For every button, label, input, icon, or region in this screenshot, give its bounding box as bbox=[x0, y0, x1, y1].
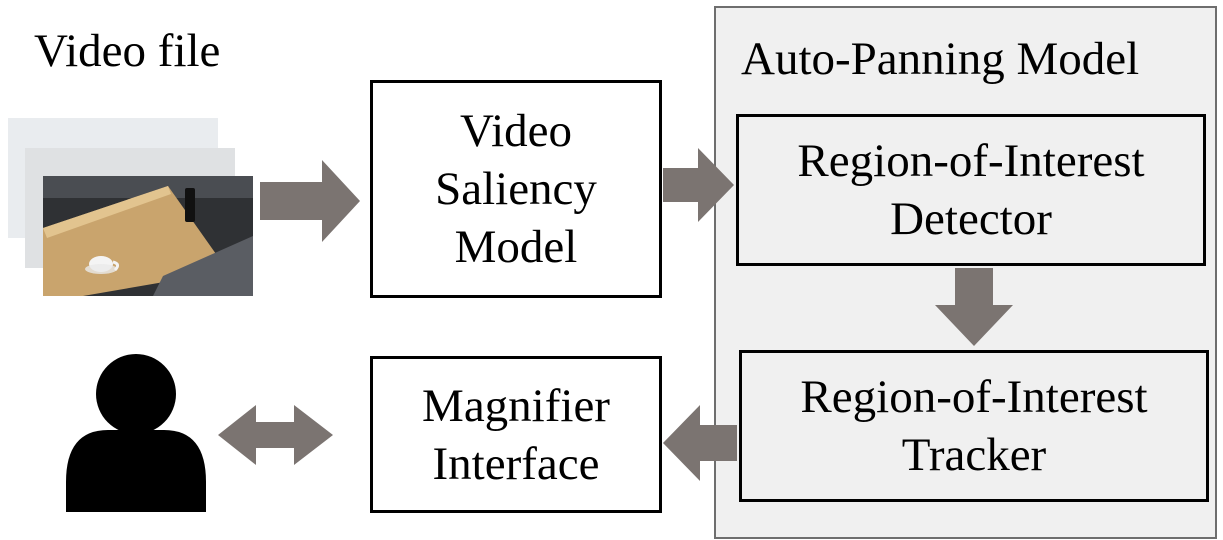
roi-tracker-box: Region-of-Interest Tracker bbox=[739, 350, 1209, 502]
video-saliency-model-box: Video Saliency Model bbox=[370, 80, 662, 298]
saliency-line-1: Video bbox=[459, 105, 573, 157]
roi-detector-line-2: Detector bbox=[890, 193, 1052, 245]
roi-tracker-line-2: Tracker bbox=[901, 429, 1047, 481]
roi-detector-line-1: Region-of-Interest bbox=[797, 135, 1145, 187]
arrow-detector-to-tracker bbox=[935, 268, 1013, 346]
magnifier-interface-box: Magnifier Interface bbox=[370, 356, 662, 513]
user-icon bbox=[66, 354, 206, 512]
auto-panning-title: Auto-Panning Model bbox=[741, 33, 1140, 85]
arrow-tracker-to-magnifier bbox=[663, 405, 737, 481]
saliency-line-3: Model bbox=[454, 221, 578, 273]
magnifier-line-1: Magnifier bbox=[422, 379, 610, 432]
arrow-user-magnifier-bidirectional bbox=[218, 405, 333, 465]
roi-detector-box: Region-of-Interest Detector bbox=[736, 114, 1206, 266]
saliency-line-2: Saliency bbox=[435, 163, 597, 215]
video-frames-icon bbox=[8, 118, 253, 298]
magnifier-line-2: Interface bbox=[432, 437, 600, 490]
video-file-label: Video file bbox=[34, 25, 221, 77]
arrow-saliency-to-detector bbox=[663, 148, 734, 222]
arrow-frames-to-saliency bbox=[260, 160, 360, 242]
roi-tracker-line-1: Region-of-Interest bbox=[800, 371, 1148, 423]
